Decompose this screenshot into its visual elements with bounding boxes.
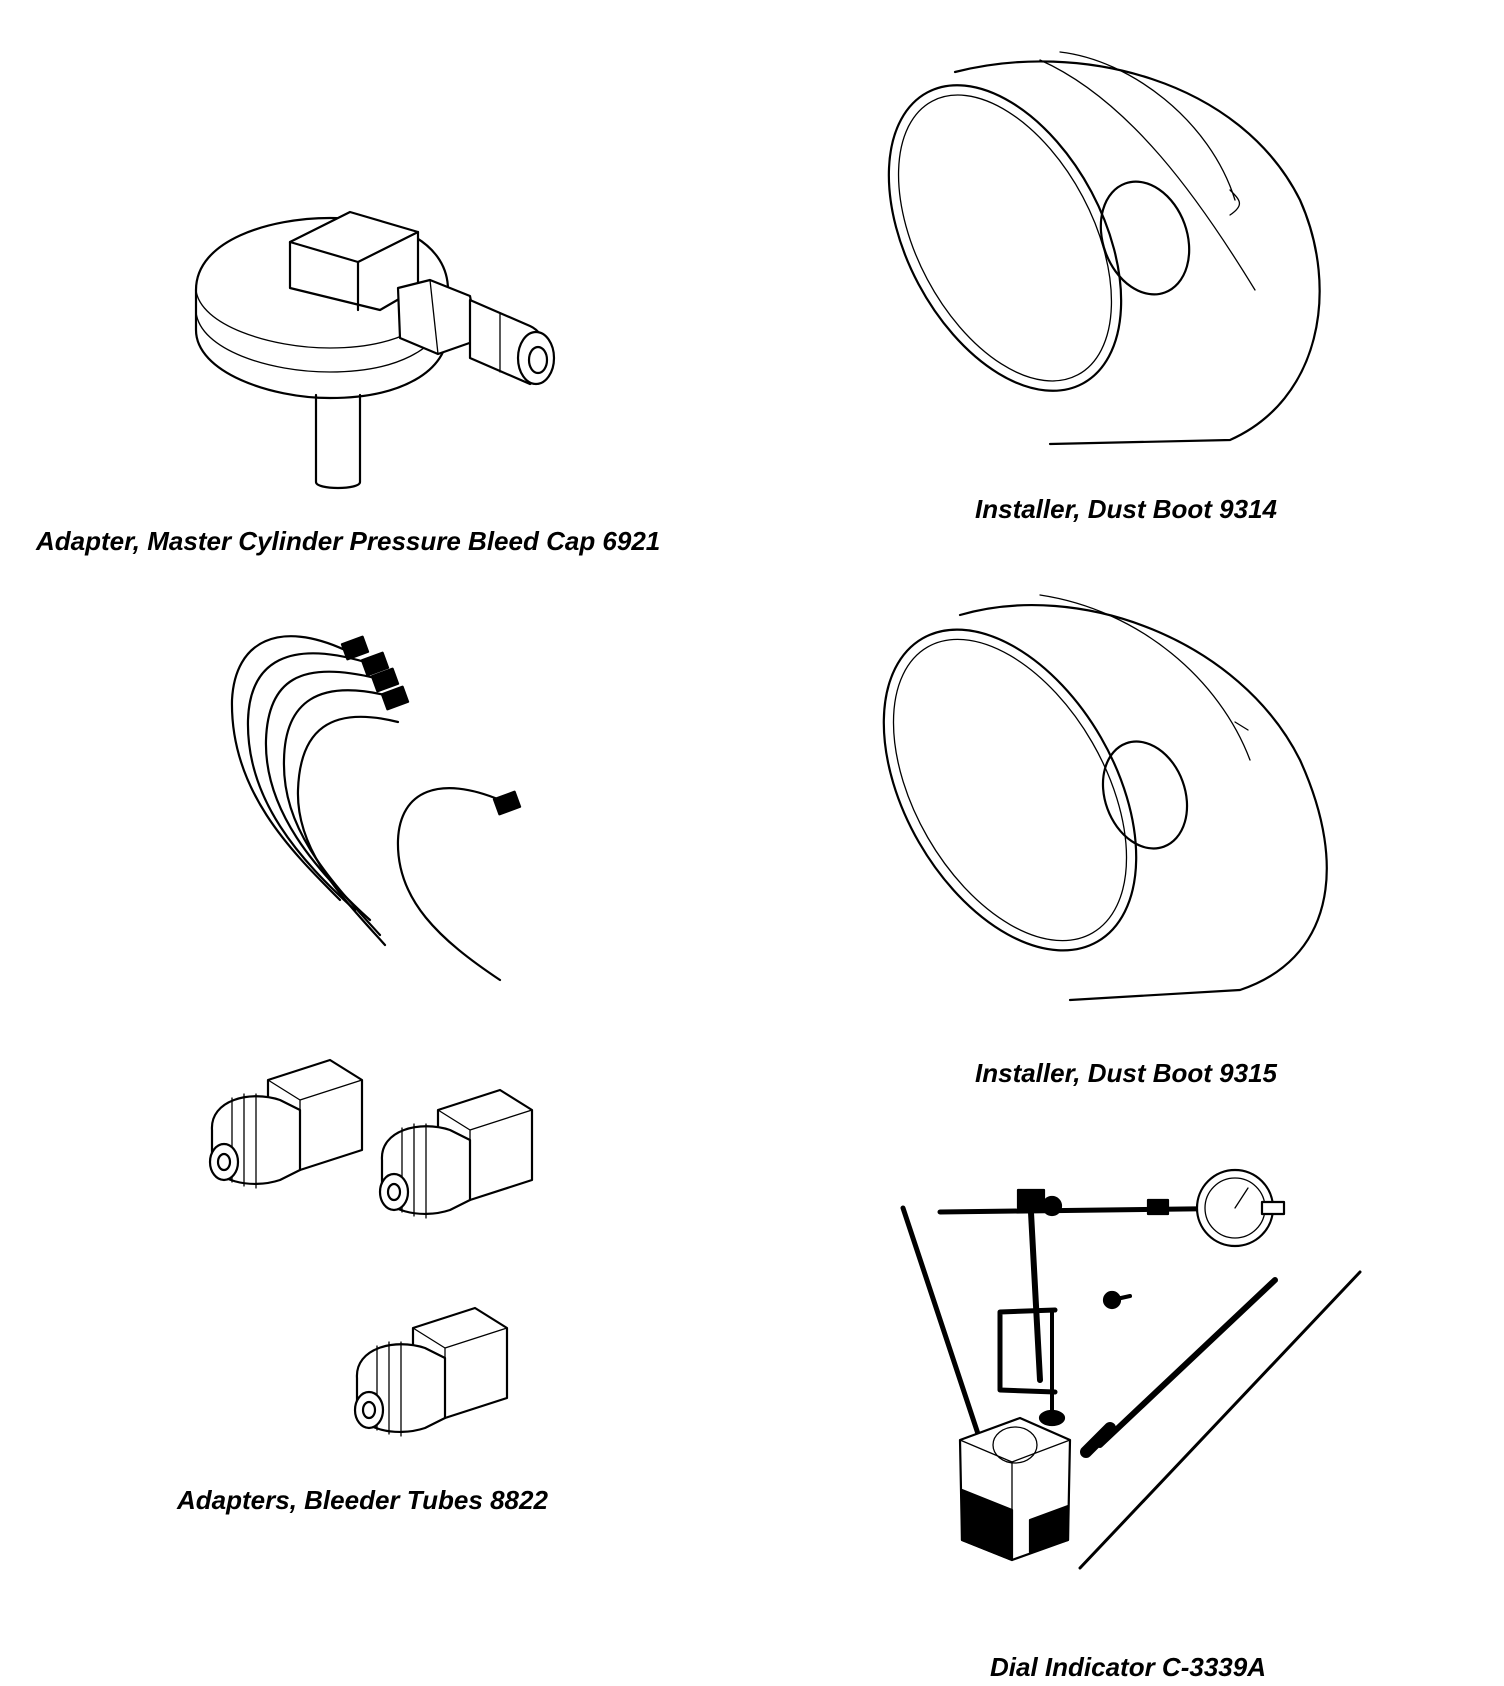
caption-tool-9314: Installer, Dust Boot 9314 <box>975 494 1277 524</box>
caption-tool-8822: Adapters, Bleeder Tubes 8822 <box>177 1485 548 1515</box>
dial-indicator-kit-icon <box>900 1168 1362 1570</box>
caption-tool-c3339a: Dial Indicator C-3339A <box>990 1652 1266 1682</box>
caption-tool-9315: Installer, Dust Boot 9315 <box>975 1058 1277 1088</box>
caption-tool-6921: Adapter, Master Cylinder Pressure Bleed … <box>36 526 661 556</box>
bleeder-tubes-icon <box>230 635 522 982</box>
dust-boot-installer-9314-icon <box>887 51 1321 446</box>
bleed-cap-adapter-icon <box>194 210 556 490</box>
bleeder-adapter-fittings-icon <box>208 1058 534 1437</box>
dust-boot-installer-9315-icon <box>882 594 1328 1002</box>
